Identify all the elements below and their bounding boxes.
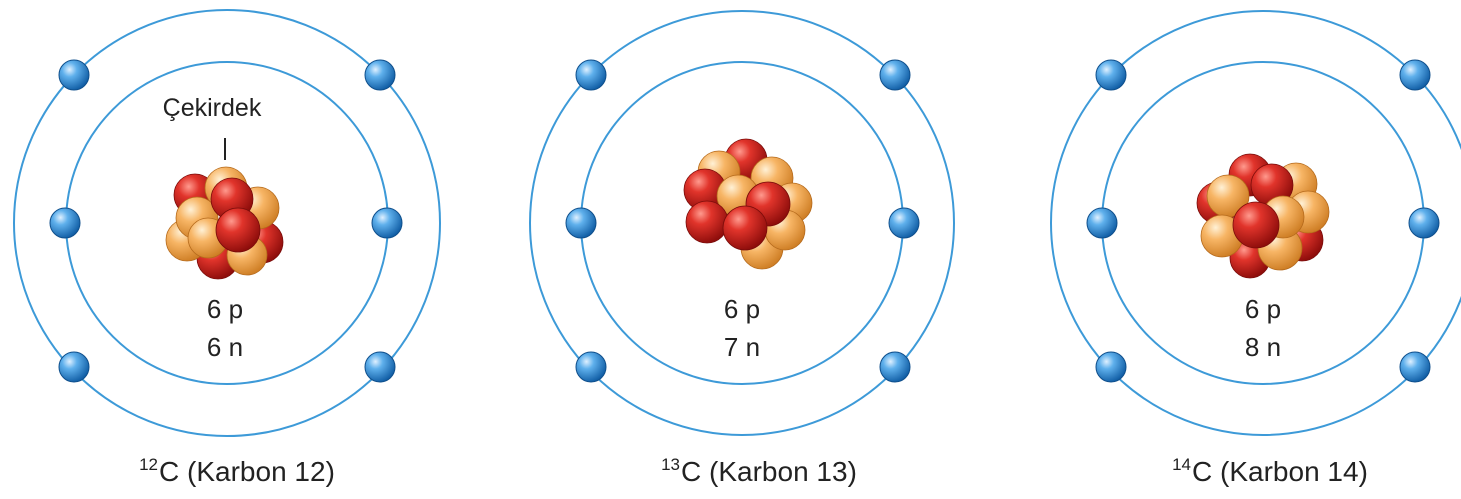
- electrons: [1086, 59, 1440, 383]
- proton-icon: [722, 205, 768, 251]
- electron-icon: [575, 59, 607, 91]
- mass-number: 14: [1172, 455, 1192, 474]
- nucleus-label: Çekirdek: [163, 94, 262, 122]
- electron-icon: [58, 351, 90, 383]
- nucleus: [165, 166, 284, 280]
- electron-icon: [364, 351, 396, 383]
- atom-carbon-13: 6 p 7 n: [529, 10, 955, 436]
- electron-icon: [879, 351, 911, 383]
- electron-icon: [1095, 351, 1127, 383]
- isotope-caption-carbon-14: 14C (Karbon 14): [1120, 455, 1420, 488]
- isotope-name: (Karbon 12): [187, 456, 335, 487]
- electron-icon: [1086, 207, 1118, 239]
- outer-orbit: [529, 10, 955, 436]
- electron-icon: [371, 207, 403, 239]
- neutron-count: 7 n: [724, 332, 760, 362]
- isotope-name: (Karbon 14): [1220, 456, 1368, 487]
- element-symbol: C: [681, 456, 702, 487]
- nucleus: [1196, 153, 1330, 279]
- nucleus: [683, 138, 813, 270]
- atom-carbon-14: 6 p 8 n: [1050, 10, 1461, 436]
- electron-icon: [879, 59, 911, 91]
- electrons: [565, 59, 920, 383]
- atom-carbon-12: Çekirdek 6 p 6 n: [13, 9, 441, 437]
- neutron-count: 6 n: [207, 332, 243, 362]
- electron-icon: [1399, 59, 1431, 91]
- electrons: [49, 59, 403, 383]
- electron-icon: [1399, 351, 1431, 383]
- isotope-name: (Karbon 13): [709, 456, 857, 487]
- electron-icon: [575, 351, 607, 383]
- outer-orbit: [1050, 10, 1461, 436]
- isotope-caption-carbon-13: 13C (Karbon 13): [609, 455, 909, 488]
- electron-icon: [49, 207, 81, 239]
- proton-icon: [685, 200, 729, 244]
- electron-icon: [565, 207, 597, 239]
- proton-count: 6 p: [724, 294, 760, 324]
- electron-icon: [364, 59, 396, 91]
- outer-orbit: [13, 9, 441, 437]
- proton-count: 6 p: [1245, 294, 1281, 324]
- mass-number: 12: [139, 455, 159, 474]
- isotope-caption-carbon-12: 12C (Karbon 12): [87, 455, 387, 488]
- electron-icon: [1095, 59, 1127, 91]
- neutron-count: 8 n: [1245, 332, 1281, 362]
- mass-number: 13: [661, 455, 681, 474]
- proton-count: 6 p: [207, 294, 243, 324]
- element-symbol: C: [159, 456, 180, 487]
- electron-icon: [1408, 207, 1440, 239]
- proton-icon: [215, 207, 261, 253]
- proton-icon: [1232, 201, 1280, 249]
- element-symbol: C: [1192, 456, 1213, 487]
- electron-icon: [58, 59, 90, 91]
- electron-icon: [888, 207, 920, 239]
